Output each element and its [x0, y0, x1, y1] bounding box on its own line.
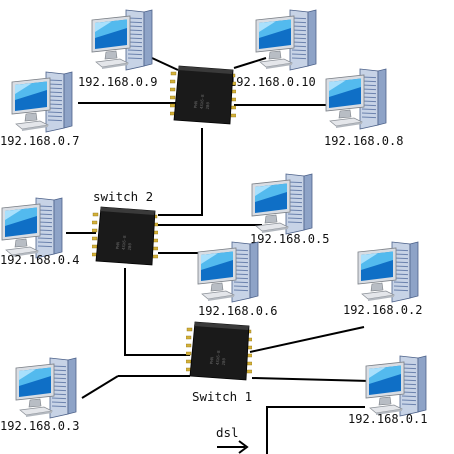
computer-192-168-0-3[interactable]: 192.168.0.3: [0, 357, 79, 433]
link-switch1-pc2: [249, 326, 365, 353]
ip-label: 192.168.0.5: [250, 232, 329, 246]
link-top-switch2: [158, 128, 203, 216]
computer-192-168-0-9[interactable]: 192.168.0.9: [78, 9, 157, 89]
computer-192-168-0-6[interactable]: 192.168.0.6: [197, 241, 277, 318]
computer-192-168-0-10[interactable]: 192.168.0.10: [229, 9, 317, 89]
uplink-line: [266, 406, 365, 454]
arrow-right-icon: [216, 440, 249, 454]
desktop-computer-icon: [1, 197, 63, 259]
ip-label: 192.168.0.3: [0, 419, 79, 433]
ip-label: 192.168.0.2: [343, 303, 422, 317]
desktop-computer-icon: [91, 9, 153, 71]
computer-192-168-0-5[interactable]: 192.168.0.5: [250, 173, 329, 246]
network-switch-icon: [170, 65, 236, 125]
connections: [66, 57, 371, 454]
desktop-computer-icon: [15, 357, 77, 419]
switch-label: switch 2: [93, 189, 153, 204]
ip-label: 192.168.0.7: [0, 134, 79, 148]
ip-label: 192.168.0.4: [0, 253, 79, 267]
dsl-uplink: dsl: [216, 425, 249, 454]
desktop-computer-icon: [365, 355, 427, 417]
link-pc3-switch1: [81, 375, 119, 399]
network-switch-icon: [186, 321, 252, 381]
desktop-computer-icon: [357, 241, 419, 303]
switch-2[interactable]: switch 2: [92, 189, 158, 266]
desktop-computer-icon: [11, 71, 73, 133]
computer-192-168-0-8[interactable]: 192.168.0.8: [324, 68, 403, 148]
ip-label: 192.168.0.1: [348, 412, 427, 426]
switch-label: Switch 1: [192, 389, 252, 404]
switch-1[interactable]: Switch 1: [186, 321, 252, 404]
computer-192-168-0-1[interactable]: 192.168.0.1: [348, 355, 427, 426]
computer-192-168-0-7[interactable]: 192.168.0.7: [0, 71, 79, 148]
ip-label: 192.168.0.8: [324, 134, 403, 148]
ip-label: 192.168.0.9: [78, 75, 157, 89]
desktop-computer-icon: [197, 241, 259, 303]
ip-label: 192.168.0.10: [229, 75, 316, 89]
desktop-computer-icon: [255, 9, 317, 71]
computer-192-168-0-4[interactable]: 192.168.0.4: [0, 197, 79, 267]
link-switch1-pc1: [251, 377, 371, 382]
computer-192-168-0-2[interactable]: 192.168.0.2: [343, 241, 422, 317]
desktop-computer-icon: [325, 68, 387, 130]
link-pc10-top: [233, 57, 267, 69]
switch-top[interactable]: [170, 65, 236, 125]
link-pc9-top: [151, 57, 179, 71]
ip-label: 192.168.0.6: [198, 304, 277, 318]
link-switch2-switch1: [124, 268, 190, 356]
network-switch-icon: [92, 206, 158, 266]
dsl-label: dsl: [216, 425, 239, 440]
